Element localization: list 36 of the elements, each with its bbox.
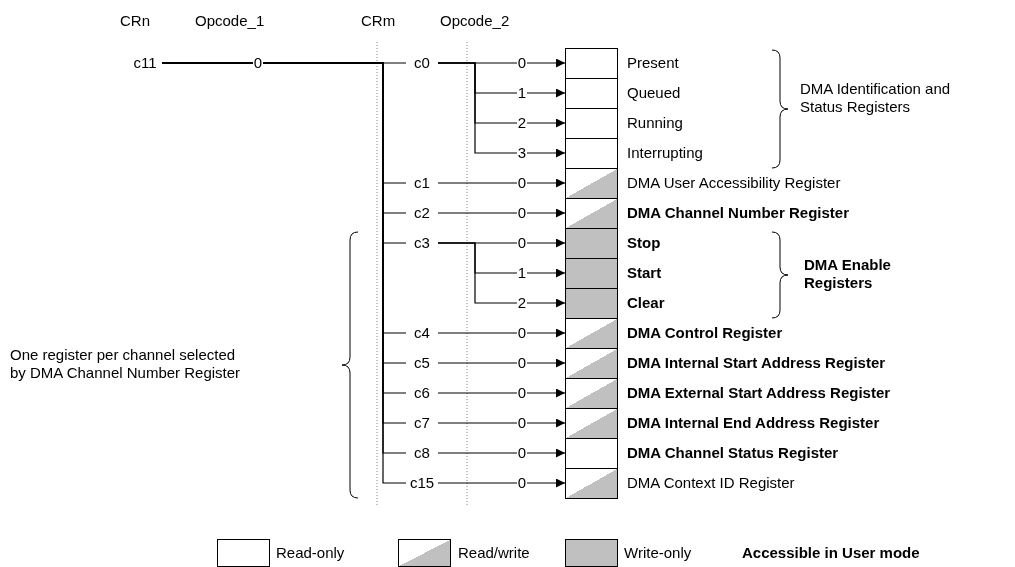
arrow xyxy=(437,328,566,338)
register-name: Queued xyxy=(627,84,681,102)
register-name: DMA Internal End Address Register xyxy=(627,414,880,432)
legend-label: Accessible in User mode xyxy=(742,544,920,562)
register-name: Stop xyxy=(627,234,661,252)
arrow xyxy=(437,62,566,158)
arrow xyxy=(437,208,566,218)
register-name: Start xyxy=(627,264,662,282)
legend-label: Read-only xyxy=(276,544,345,562)
column-heading: CRn xyxy=(120,12,150,30)
column-heading: Opcode_1 xyxy=(195,12,265,30)
register-name: DMA Internal Start Address Register xyxy=(627,354,886,372)
register-name: DMA Channel Status Register xyxy=(627,444,839,462)
arrow xyxy=(437,388,566,398)
arrow xyxy=(437,242,566,308)
arrow xyxy=(437,178,566,188)
legend-label: Write-only xyxy=(624,544,692,562)
arrow xyxy=(437,418,566,428)
group-label: DMA Identification and Status Registers xyxy=(800,80,952,116)
column-heading: Opcode_2 xyxy=(440,12,510,30)
column-heading: CRm xyxy=(361,12,396,30)
register-name: Present xyxy=(627,54,679,72)
legend-label: Read/write xyxy=(458,544,530,562)
register-name: Interrupting xyxy=(627,144,703,162)
register-name: DMA Context ID Register xyxy=(627,474,795,492)
arrow xyxy=(437,358,566,368)
group-label: One register per channel selected by DMA Channel Number Register xyxy=(10,346,242,382)
register-name: DMA Channel Number Register xyxy=(627,204,849,222)
register-name: DMA User Accessibility Register xyxy=(627,174,841,192)
group-label: DMA Enable Registers xyxy=(804,256,892,292)
register-name: Running xyxy=(627,114,683,132)
arrow xyxy=(437,448,566,458)
register-name: DMA Control Register xyxy=(627,324,783,342)
arrow xyxy=(437,478,566,488)
register-name: DMA External Start Address Register xyxy=(627,384,891,402)
register-name: Clear xyxy=(627,294,665,312)
